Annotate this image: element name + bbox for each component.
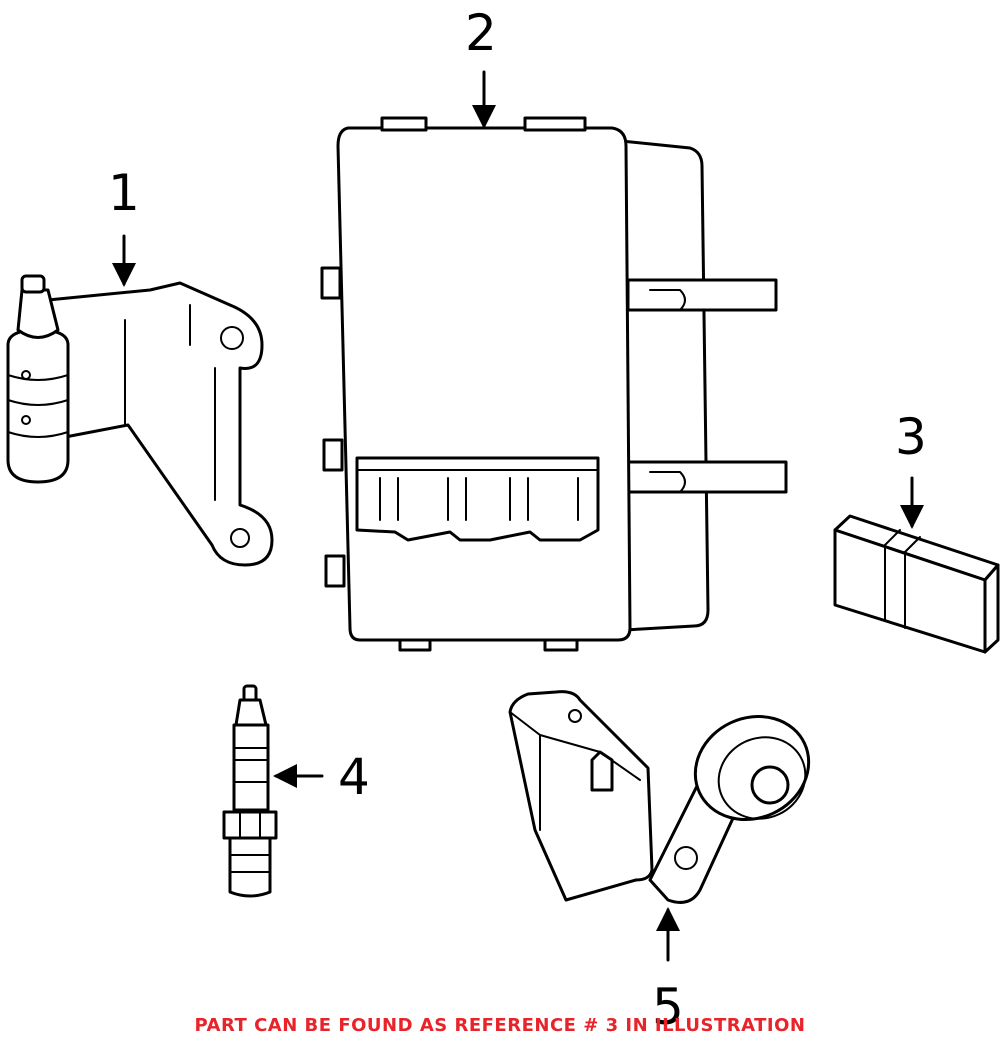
- callout-5: 5: [652, 978, 684, 1036]
- part-3-block: [833, 514, 1000, 654]
- callout-4: 4: [338, 748, 370, 806]
- part-1-bracket: [6, 274, 274, 567]
- part-4-spark-plug: [222, 684, 278, 898]
- reference-note: PART CAN BE FOUND AS REFERENCE # 3 IN IL…: [194, 1015, 806, 1036]
- callout-3: 3: [895, 408, 927, 466]
- callout-2: 2: [465, 4, 497, 62]
- callout-1: 1: [108, 164, 140, 222]
- part-5-sensor: [508, 690, 811, 904]
- part-2-control-module: [320, 116, 788, 652]
